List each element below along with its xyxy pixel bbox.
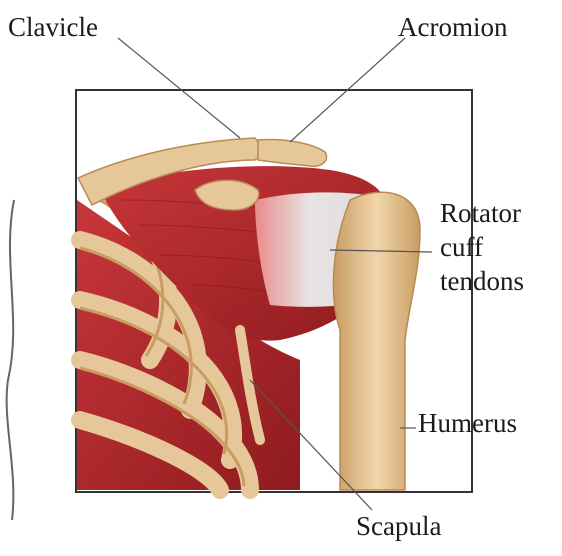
rotator-cuff-label: Rotator cuff tendons	[440, 196, 524, 298]
clavicle-label: Clavicle	[8, 14, 98, 41]
scapula-label: Scapula	[356, 513, 441, 540]
rotator-cuff-label-line-1: Rotator	[440, 196, 524, 230]
torso-outline	[7, 200, 14, 520]
humerus-label: Humerus	[418, 410, 517, 437]
rotator-cuff-label-line-2: cuff	[440, 230, 524, 264]
anatomy-group	[77, 138, 420, 490]
rotator-cuff-label-line-3: tendons	[440, 264, 524, 298]
acromion-label: Acromion	[398, 14, 507, 41]
